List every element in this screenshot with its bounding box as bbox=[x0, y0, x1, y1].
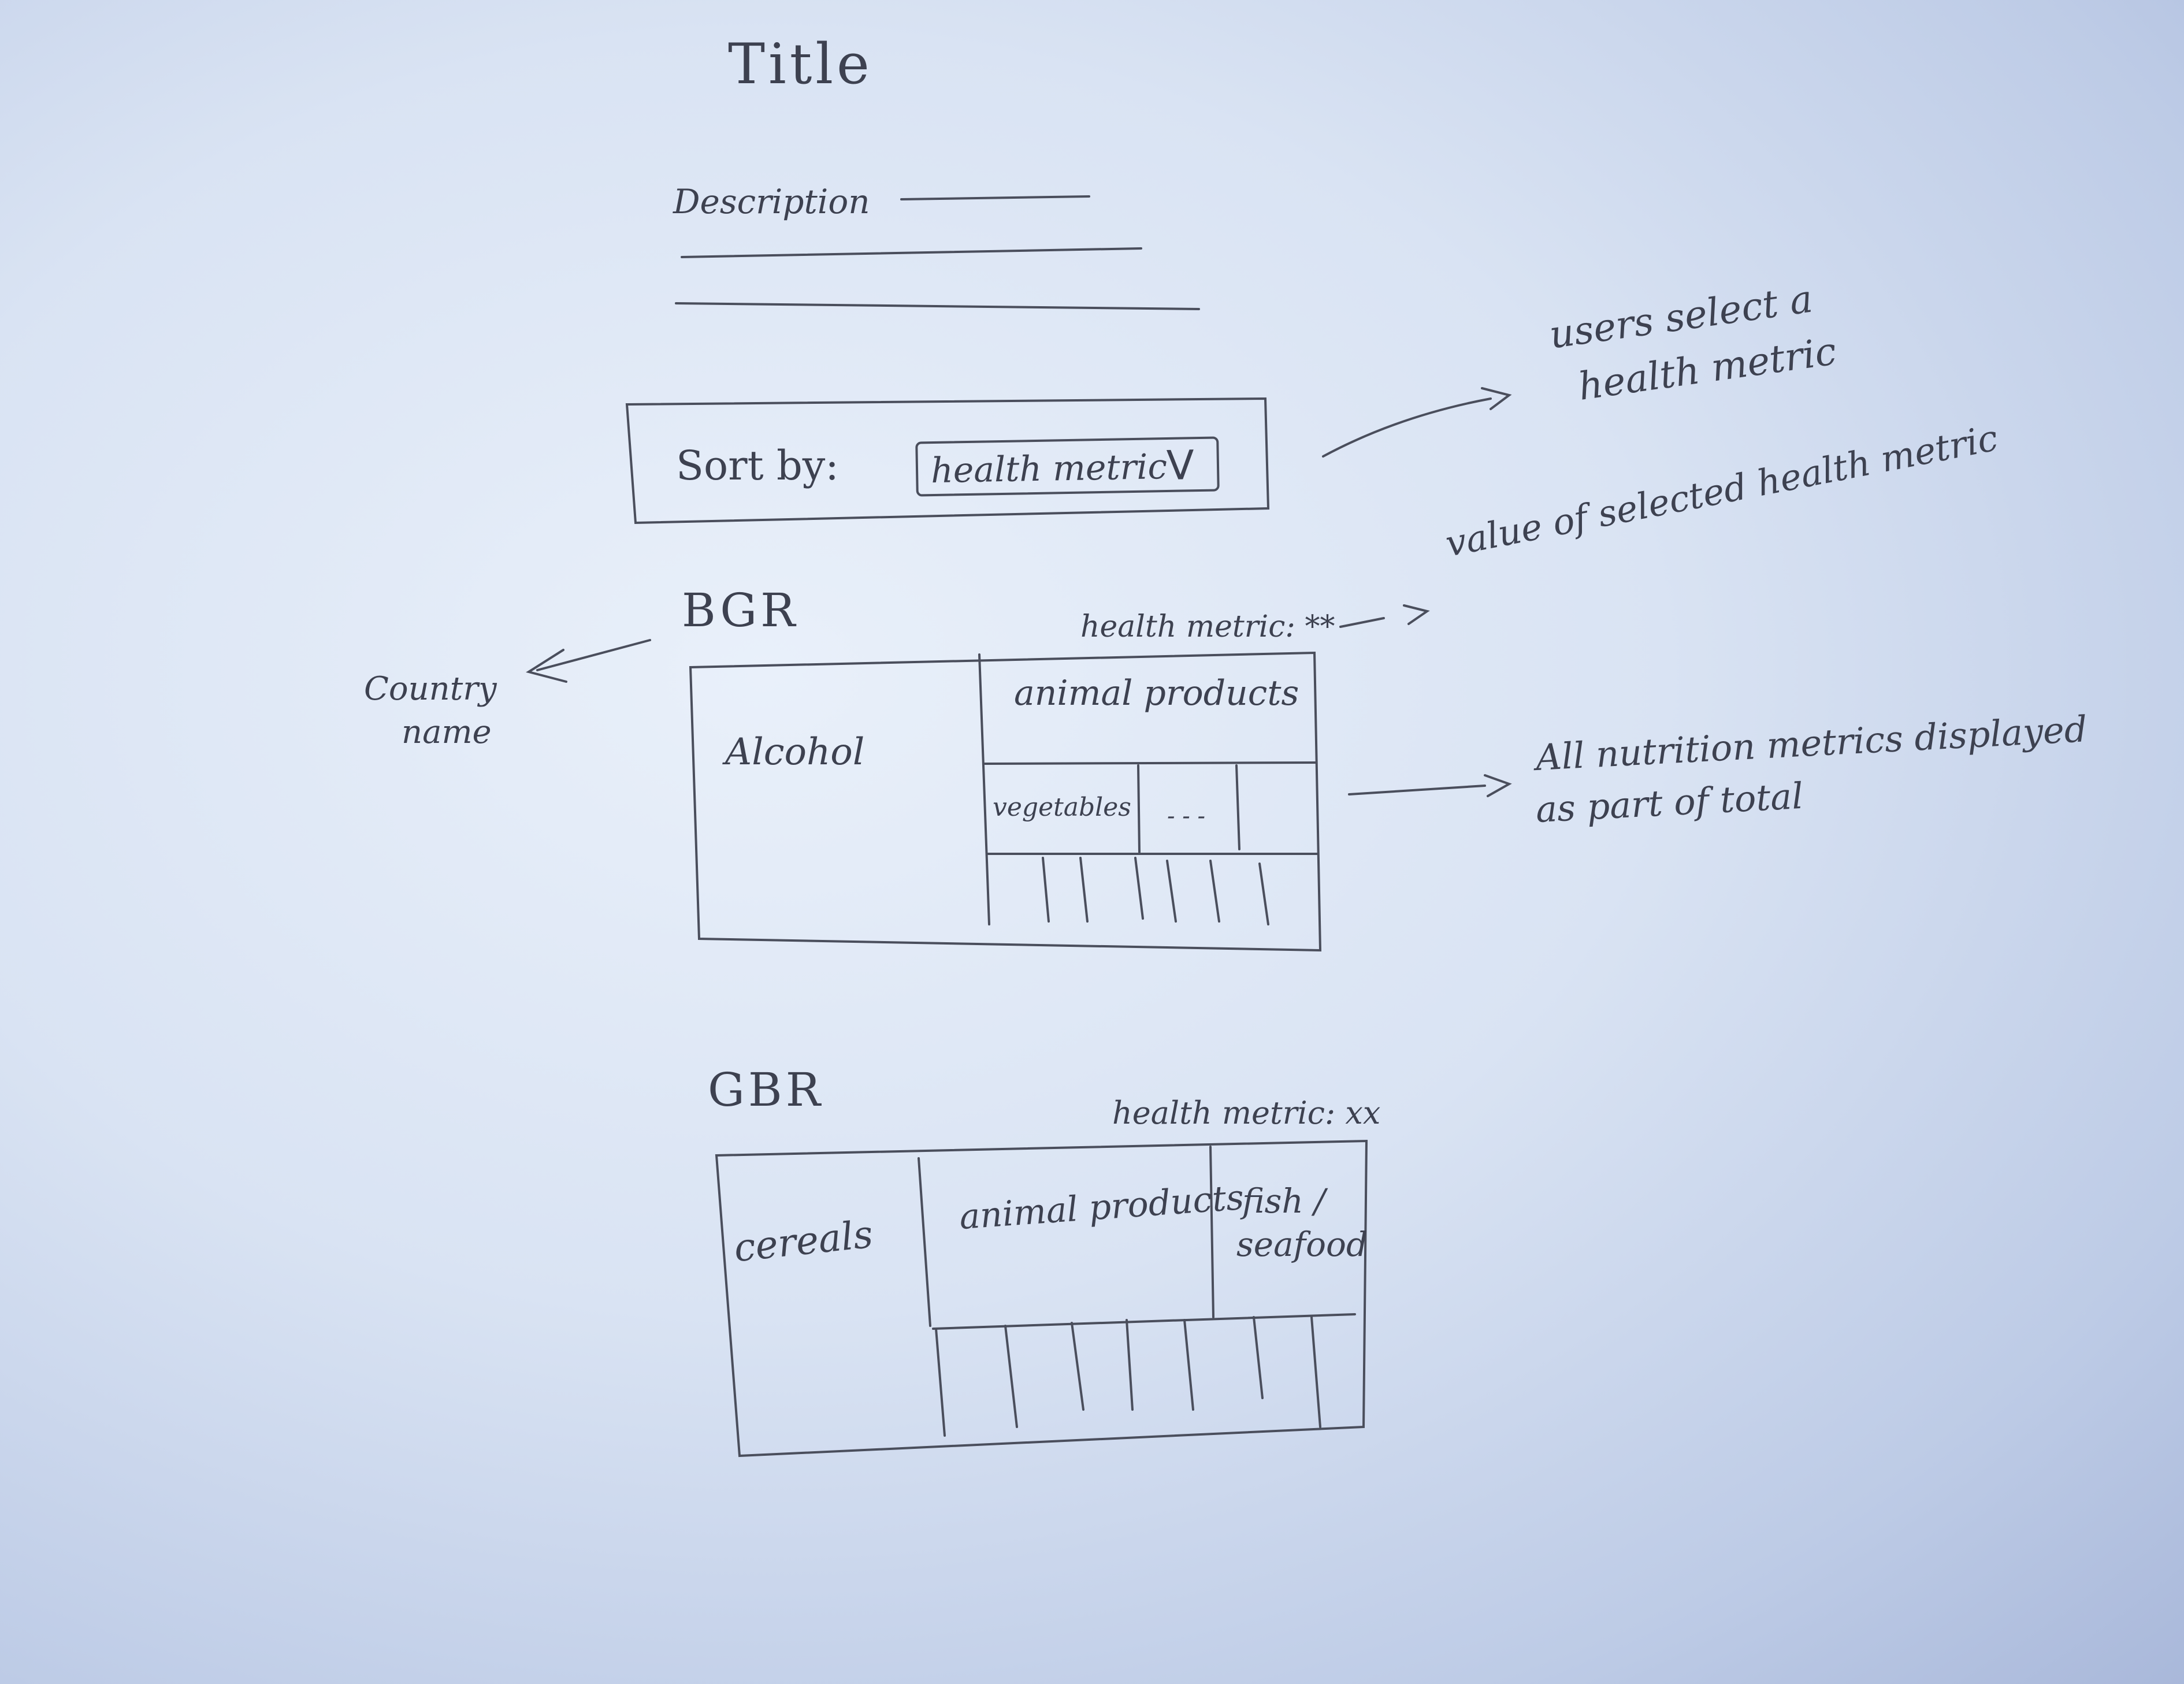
country-name-gbr: GBR bbox=[708, 1063, 824, 1117]
select-arrow-head bbox=[1481, 387, 1512, 410]
gbr-tick-2 bbox=[1071, 1322, 1084, 1411]
gbr-tick-3 bbox=[1126, 1319, 1134, 1411]
bgr-tick-4 bbox=[1166, 860, 1177, 923]
sort-box-outline bbox=[625, 397, 1270, 525]
nutrition-arrow-head bbox=[1484, 774, 1512, 797]
description-line-2 bbox=[681, 247, 1142, 258]
bgr-treemap-outline bbox=[689, 651, 1322, 952]
gbr-health-metric: health metric: xx bbox=[1112, 1095, 1381, 1131]
gbr-divider-bottom bbox=[935, 1328, 946, 1437]
bgr-cell-animal-products: animal products bbox=[1014, 673, 1299, 713]
gbr-tick-5 bbox=[1253, 1316, 1264, 1399]
bgr-cell-vegetables: vegetables bbox=[993, 793, 1131, 822]
bgr-cell-alcohol: Alcohol bbox=[725, 731, 865, 774]
bgr-divider-small2 bbox=[1235, 764, 1240, 850]
value-arrow bbox=[1339, 617, 1385, 628]
gbr-cell-fish-line-2: seafood bbox=[1236, 1225, 1368, 1264]
bgr-tick-6 bbox=[1258, 863, 1269, 925]
country-name-bgr: BGR bbox=[682, 583, 799, 637]
gbr-divider-mid bbox=[932, 1313, 1356, 1330]
description-line-3 bbox=[675, 302, 1200, 310]
description-line-1 bbox=[900, 195, 1090, 200]
chevron-down-icon[interactable]: V bbox=[1166, 441, 1195, 490]
select-arrow bbox=[1322, 397, 1492, 458]
gbr-tick-6 bbox=[1310, 1316, 1321, 1428]
gbr-cell-fish-line-1: fish / bbox=[1242, 1181, 1325, 1221]
health-metric-select-value: health metric bbox=[930, 446, 1168, 492]
gbr-divider-right bbox=[1209, 1146, 1214, 1318]
bgr-tick-2 bbox=[1079, 857, 1089, 923]
bgr-tick-5 bbox=[1209, 860, 1220, 923]
gbr-divider-main bbox=[918, 1157, 931, 1327]
gbr-tick-4 bbox=[1183, 1319, 1194, 1411]
value-arrow-head bbox=[1403, 604, 1430, 625]
description-label: Description bbox=[673, 182, 870, 221]
page-title: Title bbox=[728, 32, 873, 96]
bgr-health-metric: health metric: ** bbox=[1080, 609, 1335, 644]
health-metric-select[interactable]: health metric V bbox=[915, 436, 1220, 497]
nutrition-arrow bbox=[1348, 785, 1486, 795]
sort-by-label: Sort by: bbox=[676, 442, 839, 489]
country-note-line-1: Country bbox=[364, 670, 497, 708]
bgr-tick-1 bbox=[1042, 857, 1050, 923]
gbr-tick-1 bbox=[1004, 1325, 1018, 1428]
country-arrow-head bbox=[526, 649, 567, 683]
bgr-divider-top bbox=[984, 761, 1317, 765]
country-arrow bbox=[536, 639, 651, 671]
bgr-cell-more: - - - bbox=[1167, 803, 1205, 830]
bgr-tick-3 bbox=[1134, 857, 1144, 920]
country-note-line-2: name bbox=[402, 713, 492, 751]
bgr-divider-main bbox=[978, 653, 990, 925]
gbr-treemap-outline bbox=[715, 1139, 1368, 1458]
bgr-divider-small1 bbox=[1137, 764, 1141, 853]
